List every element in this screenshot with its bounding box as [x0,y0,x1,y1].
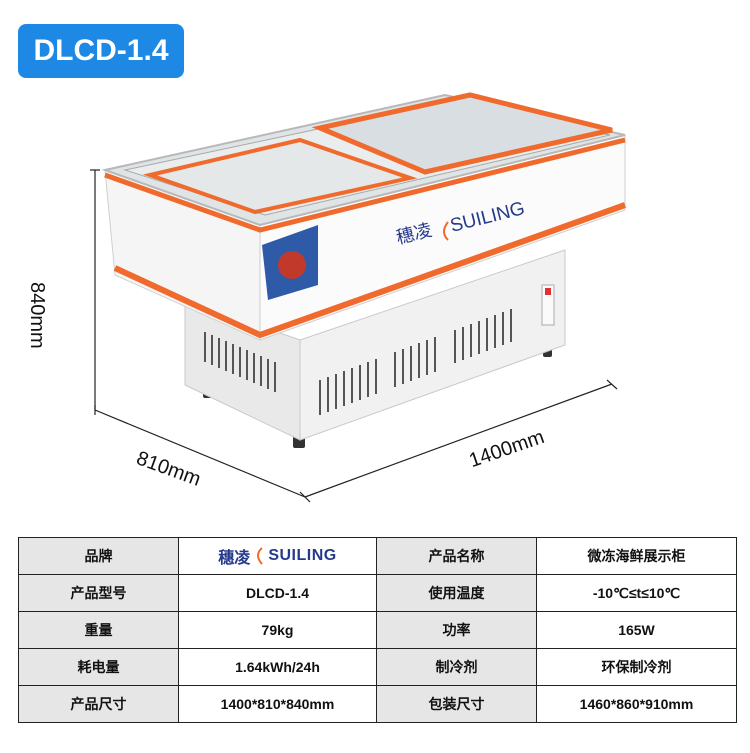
height-dimension-label: 840mm [26,282,48,349]
brand-swoosh-icon [257,547,264,565]
spec-value: DLCD-1.4 [178,574,377,612]
model-badge: DLCD-1.4 [18,24,184,78]
glass-top [101,92,626,227]
spec-key: 产品尺寸 [18,685,179,723]
spec-value: 1.64kWh/24h [178,648,377,686]
spec-key: 使用温度 [376,574,537,612]
spec-key: 重量 [18,611,179,649]
spec-value: 1460*860*910mm [536,685,737,723]
spec-value: 79kg [178,611,377,649]
spec-value: 微冻海鲜展示柜 [536,537,737,575]
spec-table: 品牌 穗凌 SUILING 产品名称 微冻海鲜展示柜 产品型号 DLCD-1.4… [18,537,737,723]
spec-key: 功率 [376,611,537,649]
spec-key: 耗电量 [18,648,179,686]
table-row: 产品尺寸 1400*810*840mm 包装尺寸 1460*860*910mm [18,685,737,723]
brand-cn: 穗凌 [218,550,251,567]
spec-key: 包装尺寸 [376,685,537,723]
spec-key: 产品型号 [18,574,179,612]
table-row: 重量 79kg 功率 165W [18,611,737,649]
spec-key: 制冷剂 [376,648,537,686]
dimension-lines [90,169,618,503]
spec-value: 环保制冷剂 [536,648,737,686]
spec-value: 165W [536,611,737,649]
product-image: 穗凌 SUILING [90,92,627,503]
brand-cell: 穗凌 SUILING [178,537,377,575]
front-sticker [262,225,318,300]
spec-value: 1400*810*840mm [178,685,377,723]
spec-value: -10℃≤t≤10℃ [536,574,737,612]
spec-key: 品牌 [18,537,179,575]
table-row: 品牌 穗凌 SUILING 产品名称 微冻海鲜展示柜 [18,537,737,575]
brand-en: SUILING [268,547,337,564]
spec-key: 产品名称 [376,537,537,575]
table-row: 耗电量 1.64kWh/24h 制冷剂 环保制冷剂 [18,648,737,686]
table-row: 产品型号 DLCD-1.4 使用温度 -10℃≤t≤10℃ [18,574,737,612]
